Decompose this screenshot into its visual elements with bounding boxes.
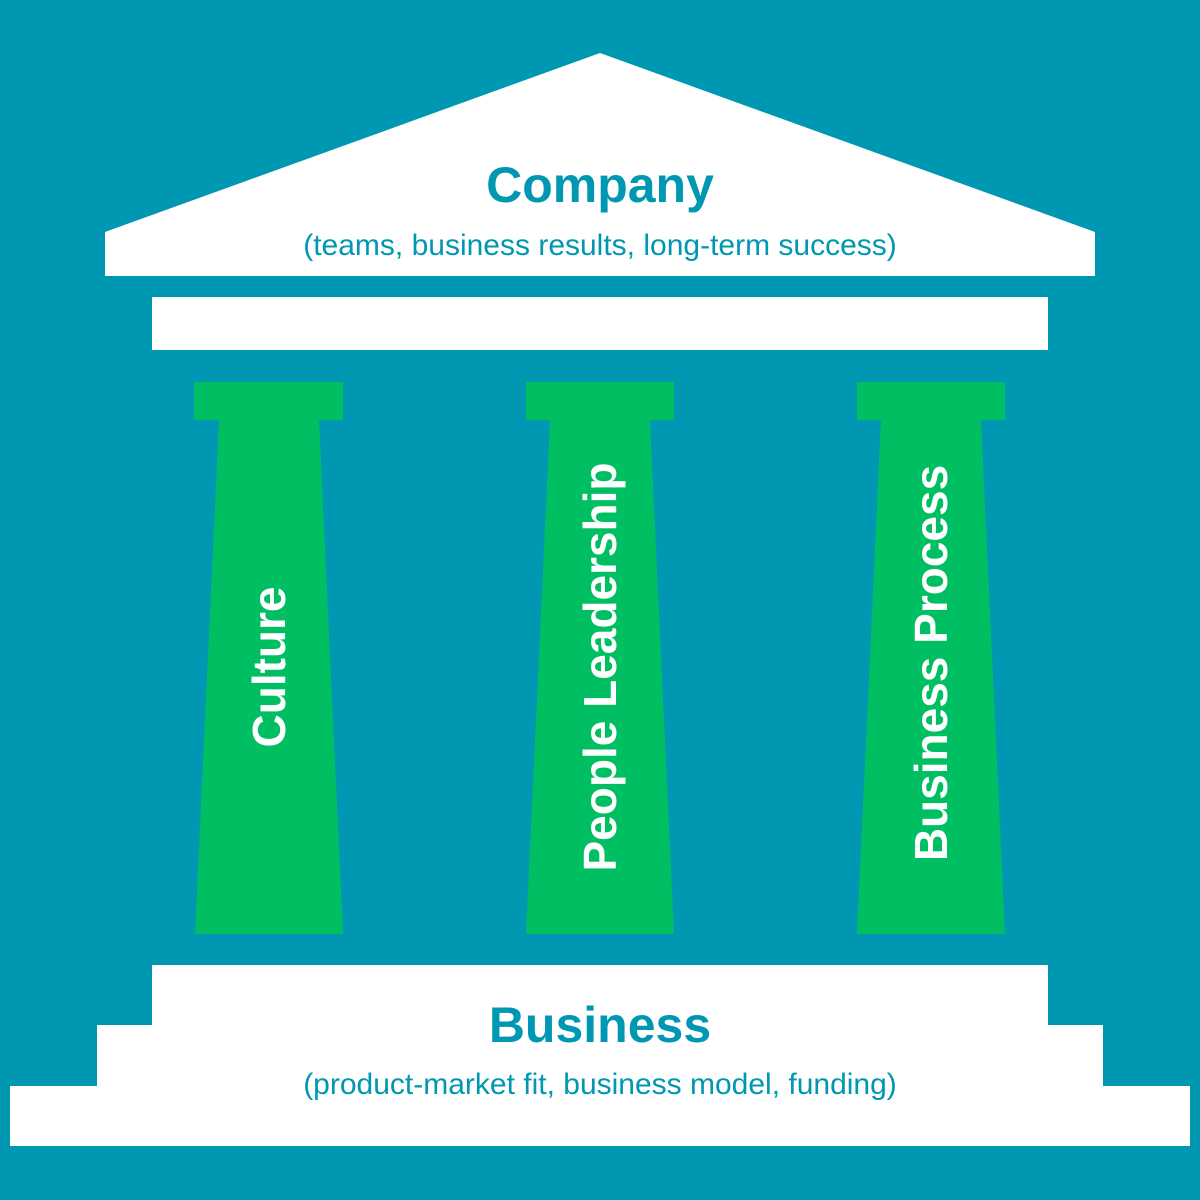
architrave-beam [152,297,1048,350]
pillar-label-business-process: Business Process [905,464,957,862]
roof-subtitle: (teams, business results, long-term succ… [303,229,897,262]
base-step-bottom [10,1086,1190,1146]
base-subtitle: (product-market fit, business model, fun… [303,1068,897,1101]
pillar-business-process [857,382,1005,934]
roof-pediment [105,53,1095,276]
pillar-capital [526,382,674,420]
base-step-top [152,965,1048,1030]
pillar-shaft [195,420,343,934]
base-step-middle [97,1025,1103,1090]
pillar-people-leadership [526,382,674,934]
roof-title: Company [486,157,714,213]
pillar-capital [194,382,343,420]
pillar-shaft [857,420,1005,934]
base-title: Business [488,997,712,1053]
pillar-culture [194,382,343,934]
pillar-label-culture: Culture [243,586,295,748]
pillar-capital [857,382,1005,420]
pillar-label-people-leadership: People Leadership [574,462,626,872]
pillar-shaft [526,420,674,934]
